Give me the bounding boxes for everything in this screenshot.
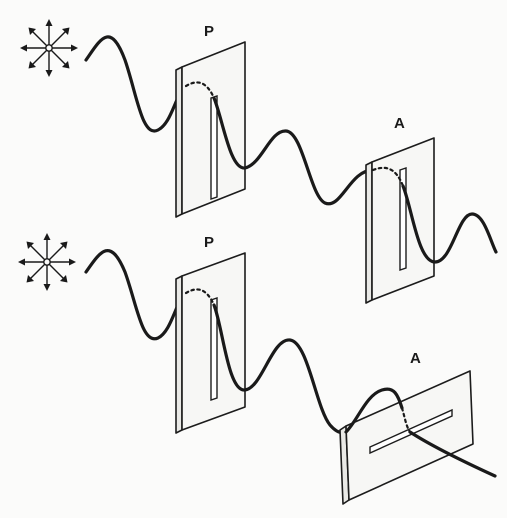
top-analyzer-plate (366, 138, 434, 303)
bottom-unpolarized-source-icon (18, 233, 76, 291)
top-polarizer-label: P (204, 23, 214, 40)
bottom-analyzer-label: A (410, 350, 421, 367)
top-analyzer-label: A (394, 115, 405, 132)
top-unpolarized-source-icon (20, 19, 78, 77)
bottom-analyzer-plate (340, 371, 473, 504)
top-polarizer-plate (176, 42, 245, 217)
bottom-polarizer-label: P (204, 234, 214, 251)
bottom-polarizer-plate (176, 253, 245, 433)
bottom-incoming-wave (86, 251, 186, 339)
top-incoming-wave (86, 37, 186, 131)
top-row: P A (20, 19, 496, 303)
